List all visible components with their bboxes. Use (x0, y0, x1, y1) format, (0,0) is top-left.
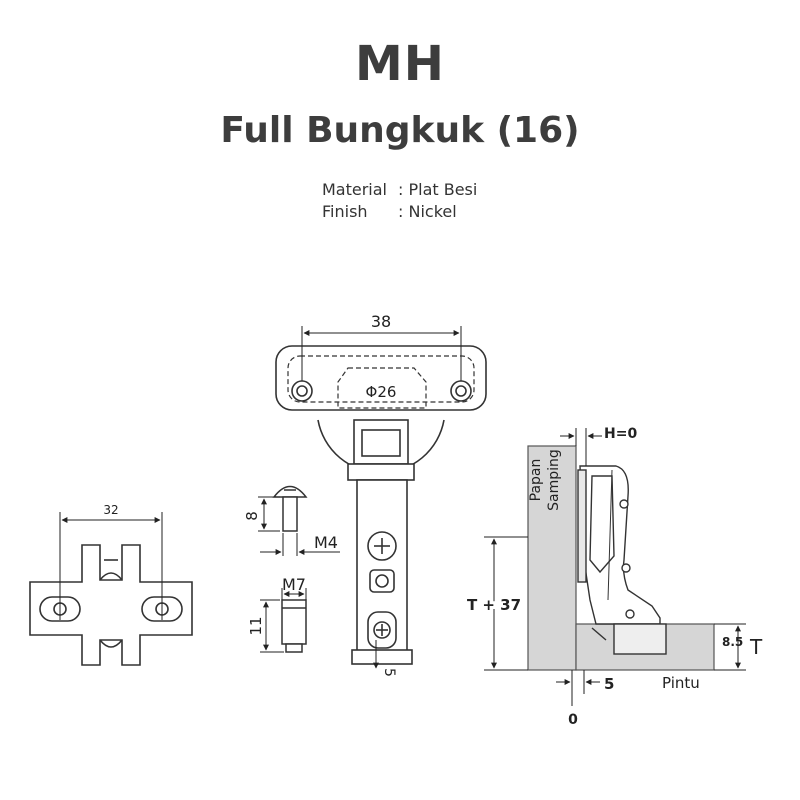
model-subtitle: Full Bungkuk (16) (220, 110, 580, 151)
finish-spec: Finish : Nickel (322, 202, 457, 221)
cabinet-side-panel (527, 445, 577, 671)
thickness-value-label: 8.5 (722, 635, 743, 649)
material-label: Material (322, 180, 387, 199)
installation-dimension (484, 428, 746, 706)
plate-dimension (59, 512, 163, 620)
finish-value: : Nickel (398, 202, 457, 221)
side-panel-label-line2: Samping (546, 449, 562, 511)
edge-distance-label: 5 (604, 675, 614, 693)
dowel-size-label: M7 (282, 575, 306, 594)
dowel-dimension (260, 588, 307, 653)
hinge-dimension (301, 326, 462, 669)
plate-width-label: 32 (103, 503, 118, 517)
overlay-label: H=0 (604, 426, 637, 442)
dowel-length-label: 11 (247, 616, 265, 635)
material-value: : Plat Besi (398, 180, 478, 199)
side-panel-label-line1: Papan (528, 459, 544, 502)
material-spec: Material : Plat Besi (322, 180, 477, 199)
cup-diameter-label: Φ26 (366, 383, 397, 401)
dowel-drawing (281, 599, 307, 653)
zero-label: 0 (568, 712, 578, 728)
screw-length-label: 8 (243, 511, 261, 521)
hole-spacing-label: 38 (371, 312, 391, 331)
adjust-dim-label: 5 (381, 668, 397, 677)
mounting-plate-drawing (29, 544, 193, 666)
model-title: MH (355, 36, 445, 92)
screw-thread-label: M4 (314, 533, 338, 552)
drill-formula-halo: T + 37 (467, 596, 521, 614)
drill-formula-label: T + 37 (467, 596, 521, 614)
finish-label: Finish (322, 202, 368, 221)
screw-drawing (272, 485, 308, 532)
hinge-side-drawing (577, 465, 667, 655)
screw-dimension (258, 496, 340, 556)
door-label: Pintu (662, 674, 700, 692)
thickness-symbol-label: T (749, 635, 763, 659)
hinge-front-drawing (275, 345, 487, 665)
